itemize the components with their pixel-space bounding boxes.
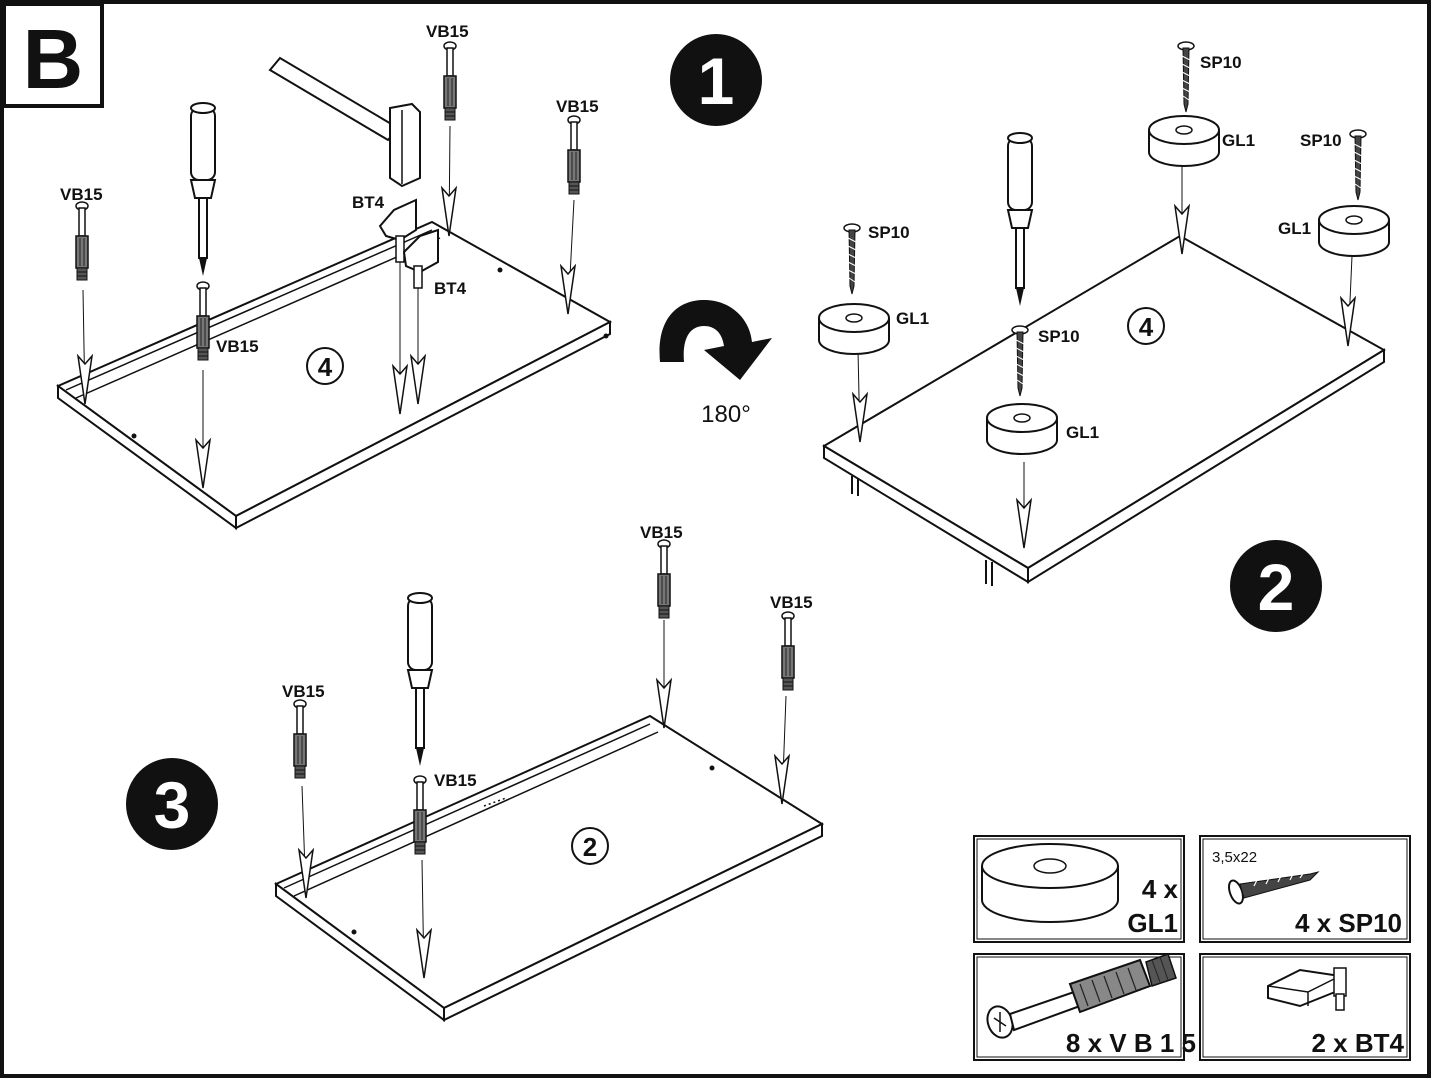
label-gl1: GL1: [1278, 219, 1311, 238]
legend-bt4-label: 2 x BT4: [1312, 1028, 1405, 1058]
step-marker-1: 1: [670, 34, 762, 126]
gl1-glide-icon: [1148, 115, 1220, 167]
panel-number-2: 4: [1127, 307, 1165, 345]
screwdriver-icon: [190, 102, 216, 277]
vb15-dowel-icon: [196, 281, 210, 361]
vb15-dowel-icon: [443, 41, 457, 121]
screwdriver-icon: [407, 592, 433, 767]
board-step3: [274, 714, 825, 1022]
legend-sp10: 3,5x22 4 x SP10: [1199, 835, 1411, 943]
board-step2: [822, 234, 1386, 586]
label-vb15: VB15: [60, 185, 103, 204]
rotate-arrow-icon: [659, 300, 772, 380]
vb15-dowel-icon: [781, 611, 795, 691]
rotation-label: 180°: [701, 401, 751, 428]
step-marker-3: 3: [126, 758, 218, 850]
label-gl1: GL1: [1222, 131, 1255, 150]
label-sp10: SP10: [1300, 131, 1342, 150]
svg-text:2: 2: [1258, 550, 1295, 624]
label-vb15: VB15: [282, 682, 325, 701]
sp10-screw-icon: [843, 223, 861, 295]
step-marker-2: 2: [1230, 540, 1322, 632]
legend-gl1: 4 x GL1: [973, 835, 1185, 943]
legend-bt4: 2 x BT4: [1199, 953, 1411, 1061]
sp10-screw-icon: [1228, 871, 1320, 905]
vb15-dowel-icon: [986, 953, 1177, 1039]
sp10-screw-icon: [1349, 129, 1367, 201]
hammer-icon: [268, 56, 421, 188]
bt4-support-upper: [378, 198, 417, 263]
section-letter: B: [23, 12, 84, 106]
gl1-glide-icon: [818, 303, 890, 355]
parts-legend: 4 x GL1 3,5x22 4 x SP10: [973, 835, 1411, 1061]
svg-text:4: 4: [318, 352, 333, 382]
panel-number-1: 4: [306, 347, 344, 385]
label-vb15: VB15: [556, 97, 599, 116]
vb15-dowel-icon: [657, 539, 671, 619]
label-gl1: GL1: [896, 309, 929, 328]
label-sp10: SP10: [1200, 53, 1242, 72]
vb15-dowel-icon: [75, 201, 89, 281]
legend-gl1-code: GL1: [1127, 908, 1178, 938]
sp10-screw-icon: [1177, 41, 1195, 113]
vb15-dowel-icon: [293, 699, 307, 779]
svg-text:1: 1: [698, 44, 735, 118]
vb15-dowel-icon: [413, 775, 427, 855]
bt4-support-lower: [402, 228, 439, 289]
legend-vb15-label: 8 x V B 1 5: [1066, 1028, 1196, 1058]
vb15-dowel-icon: [567, 115, 581, 195]
label-vb15: VB15: [216, 337, 259, 356]
label-vb15: VB15: [426, 22, 469, 41]
legend-vb15: 8 x V B 1 5: [973, 953, 1196, 1061]
label-vb15: VB15: [640, 523, 683, 542]
label-sp10: SP10: [868, 223, 910, 242]
screwdriver-icon: [1007, 132, 1033, 307]
legend-sp10-size: 3,5x22: [1212, 849, 1257, 866]
gl1-glide-icon: [986, 403, 1058, 455]
legend-sp10-label: 4 x SP10: [1295, 908, 1402, 938]
gl1-glide-icon: [1318, 205, 1390, 257]
section-badge: B: [2, 2, 104, 108]
label-gl1: GL1: [1066, 423, 1099, 442]
panel-number-3: 2: [571, 827, 609, 865]
svg-text:3: 3: [154, 768, 191, 842]
bt4-support-icon: [1267, 967, 1347, 1011]
label-vb15: VB15: [770, 593, 813, 612]
label-vb15: VB15: [434, 771, 477, 790]
svg-text:4: 4: [1139, 312, 1154, 342]
label-bt4-upper: BT4: [352, 193, 385, 212]
label-bt4-lower: BT4: [434, 279, 467, 298]
gl1-glide-icon: [981, 843, 1119, 923]
label-sp10: SP10: [1038, 327, 1080, 346]
legend-gl1-count: 4 x: [1142, 874, 1179, 904]
svg-text:2: 2: [583, 832, 597, 862]
